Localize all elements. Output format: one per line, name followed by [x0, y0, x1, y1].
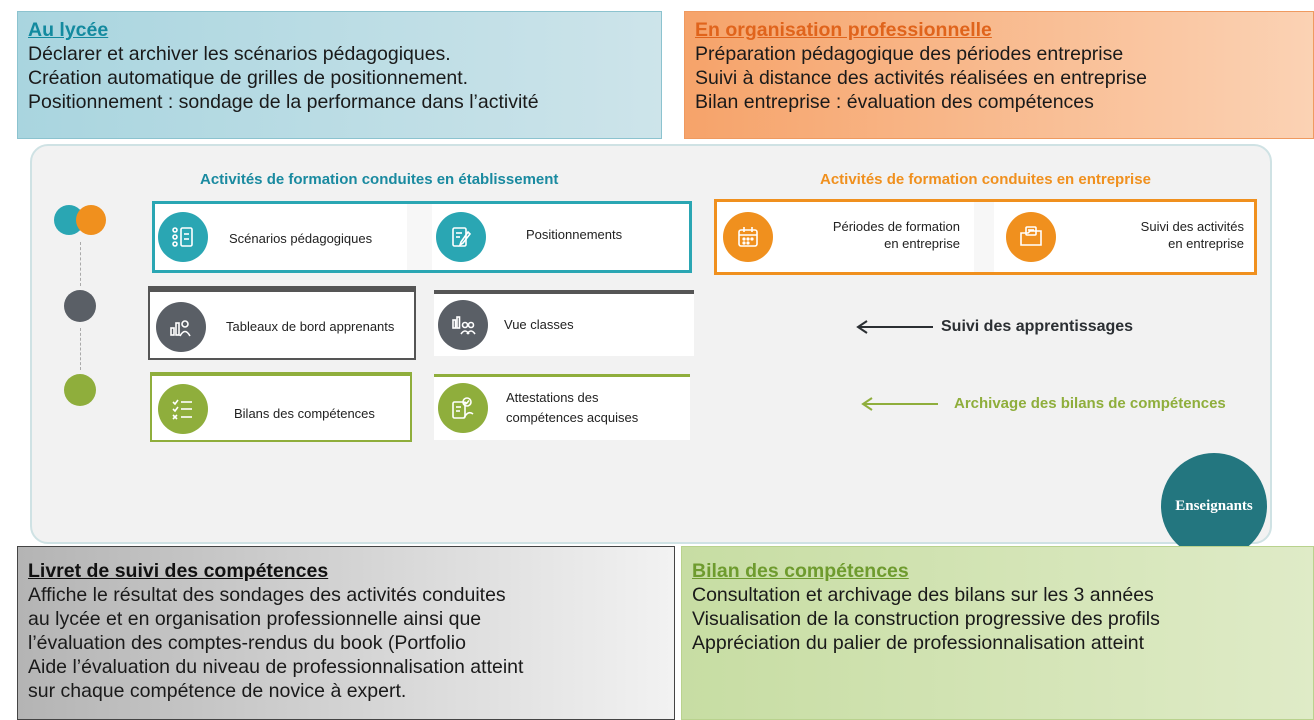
list-check-icon	[158, 384, 208, 434]
card-label-line: Suivi des activités	[1140, 219, 1244, 234]
card-periodes[interactable]: Périodes de formation en entreprise	[717, 202, 974, 272]
livret-line: l’évaluation des comptes-rendus du book …	[28, 632, 466, 654]
card-tableaux-de-bord[interactable]: Tableaux de bord apprenants	[148, 286, 416, 360]
pro-heading: En organisation professionnelle	[695, 19, 992, 41]
livret-heading: Livret de suivi des compétences	[28, 560, 329, 582]
legend-connector	[80, 242, 81, 286]
enseignants-badge: Enseignants	[1161, 453, 1267, 559]
card-scenarios[interactable]: Scénarios pédagogiques	[155, 204, 407, 270]
arrow-archivage: Archivage des bilans de compétences	[860, 395, 1226, 412]
card-label: Attestations des compétences acquises	[506, 389, 638, 426]
bilan-heading: Bilan des compétences	[692, 560, 909, 582]
chart-user-icon	[156, 302, 206, 352]
bilan-line: Consultation et archivage des bilans sur…	[692, 584, 1154, 606]
pro-line: Bilan entreprise : évaluation des compét…	[695, 91, 1094, 113]
pro-info-box: En organisation professionnelle Préparat…	[684, 11, 1314, 139]
card-label-line: en entreprise	[884, 236, 960, 251]
card-label: Positionnements	[526, 227, 623, 242]
card-bilans[interactable]: Bilans des compétences	[150, 372, 412, 442]
card-suivi-activites[interactable]: Suivi des activités en entreprise	[994, 202, 1254, 272]
folder-icon	[1006, 212, 1056, 262]
livret-line: au lycée et en organisation professionne…	[28, 608, 482, 630]
card-attestations[interactable]: Attestations des compétences acquises	[434, 374, 690, 440]
legend-dot-green	[64, 374, 96, 406]
edit-doc-icon	[436, 212, 486, 262]
lycee-line: Création automatique de grilles de posit…	[28, 67, 469, 89]
arrow-left-icon	[861, 396, 938, 411]
lycee-line: Positionnement : sondage de la performan…	[28, 91, 539, 113]
section-title-etablissement: Activités de formation conduites en étab…	[200, 171, 559, 188]
card-label-line: Attestations des	[506, 390, 599, 405]
chart-group-icon	[438, 300, 488, 350]
card-label: Scénarios pédagogiques	[229, 231, 373, 246]
calendar-icon	[723, 212, 773, 262]
card-label-line: Périodes de formation	[832, 219, 960, 234]
bilan-line: Visualisation de la construction progres…	[692, 608, 1160, 630]
card-positionnements[interactable]: Positionnements	[432, 204, 689, 270]
bilan-info-box: Bilan des compétences Consultation et ar…	[681, 546, 1314, 720]
card-label: Tableaux de bord apprenants	[226, 319, 395, 334]
card-label: Vue classes	[504, 317, 574, 332]
card-label: Bilans des compétences	[234, 406, 375, 421]
section-title-entreprise: Activités de formation conduites en entr…	[820, 171, 1151, 188]
legend-dot-orange	[76, 205, 106, 235]
card-label: Suivi des activités en entreprise	[1141, 218, 1244, 252]
certificate-icon	[438, 383, 488, 433]
pro-line: Suivi à distance des activités réalisées…	[695, 67, 1147, 89]
card-label-line: en entreprise	[1168, 236, 1244, 251]
card-label: Périodes de formation en entreprise	[833, 218, 960, 252]
lycee-heading: Au lycée	[28, 19, 109, 41]
checklist-icon	[158, 212, 208, 262]
arrow-label-suivi: Suivi des apprentissages	[941, 318, 1134, 335]
card-vue-classes[interactable]: Vue classes	[434, 290, 694, 356]
lycee-line: Déclarer et archiver les scénarios pédag…	[28, 43, 451, 65]
legend-connector	[80, 328, 81, 370]
arrow-left-icon	[856, 320, 933, 334]
livret-line: Aide l’évaluation du niveau de professio…	[28, 656, 524, 678]
livret-info-box: Livret de suivi des compétences Affiche …	[17, 546, 675, 720]
bilan-line: Appréciation du palier de professionnali…	[692, 632, 1145, 654]
livret-line: sur chaque compétence de novice à expert…	[28, 680, 407, 702]
pro-line: Préparation pédagogique des périodes ent…	[695, 43, 1124, 65]
card-label-line: compétences acquises	[506, 410, 639, 425]
legend-dot-grey	[64, 290, 96, 322]
livret-line: Affiche le résultat des sondages des act…	[28, 584, 506, 606]
arrow-label-archivage: Archivage des bilans de compétences	[954, 395, 1226, 412]
lycee-info-box: Au lycée Déclarer et archiver les scénar…	[17, 11, 662, 139]
arrow-suivi: Suivi des apprentissages	[855, 318, 1133, 336]
